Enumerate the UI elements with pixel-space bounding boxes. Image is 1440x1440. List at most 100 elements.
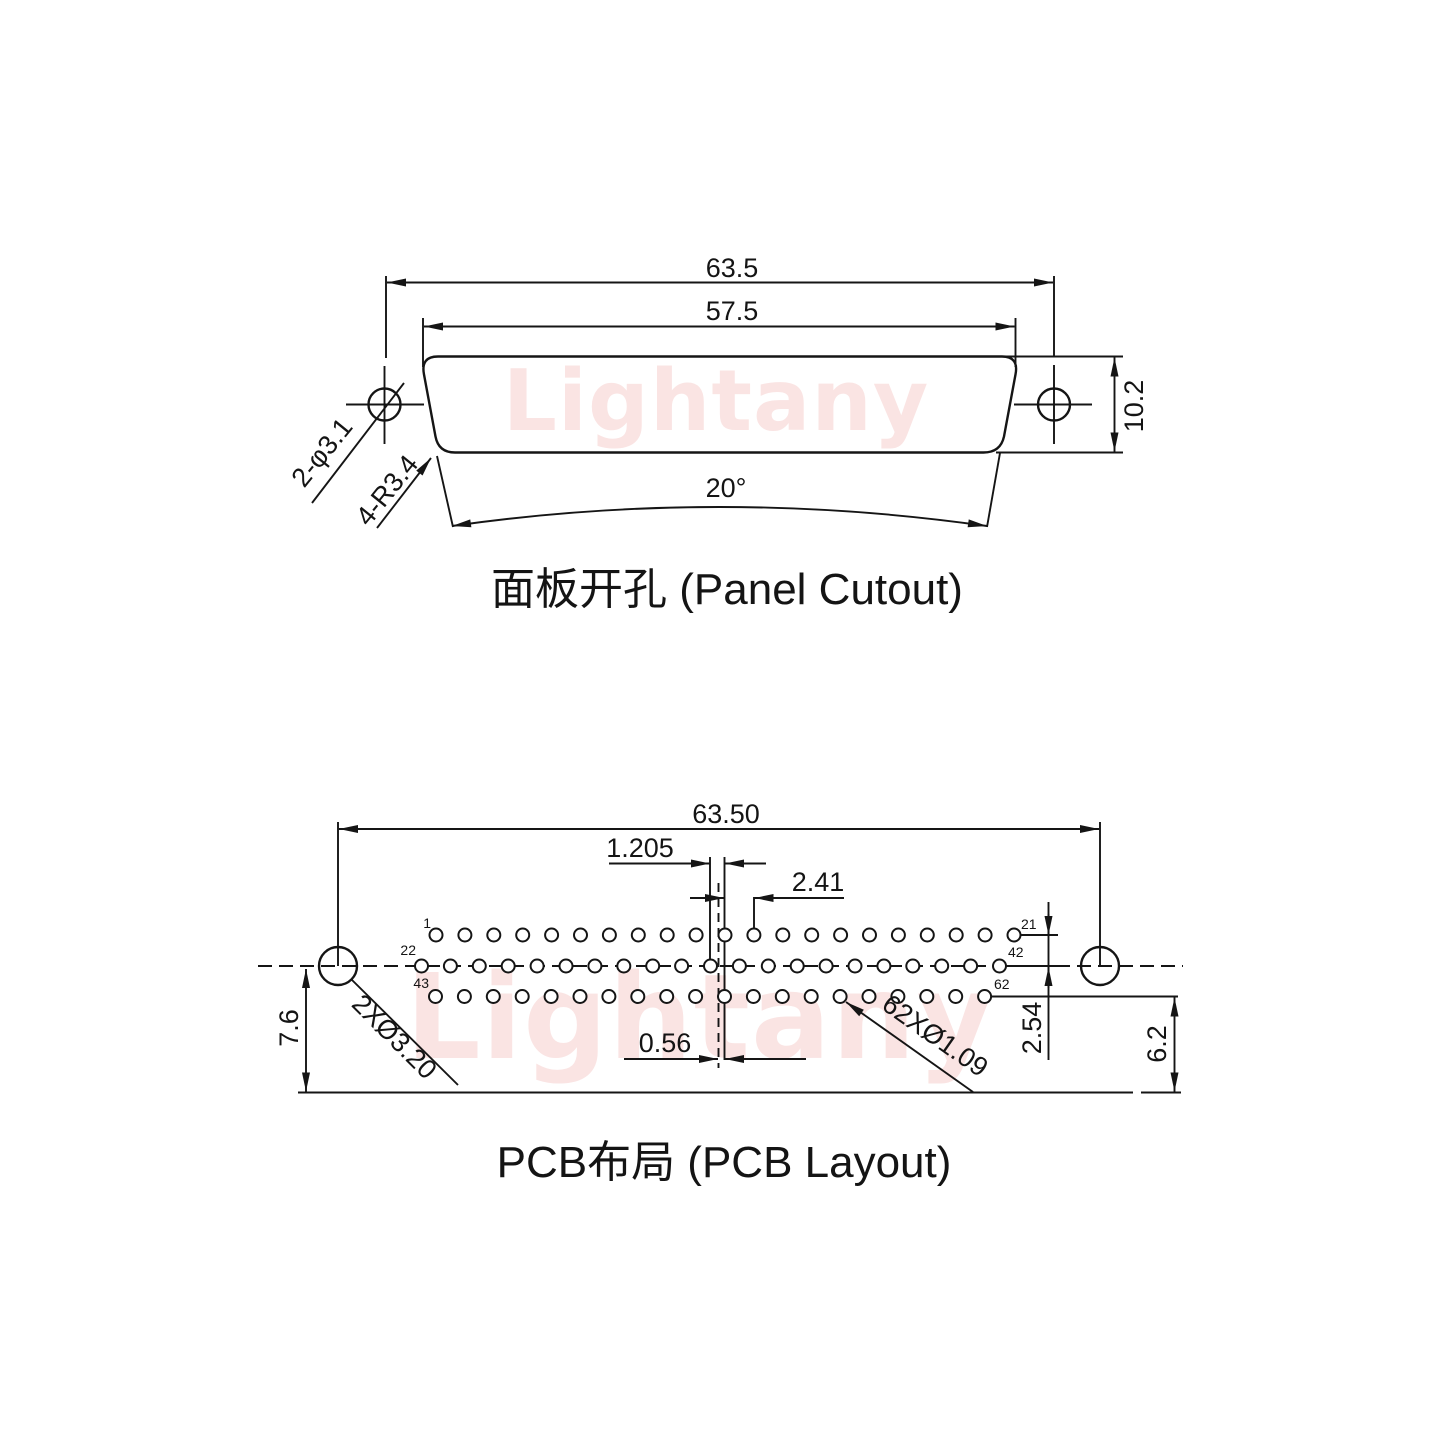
pcb-dim-pitch-text: 2.41 xyxy=(792,867,845,897)
pin-hole xyxy=(630,927,646,943)
pin-hole xyxy=(977,989,993,1004)
pin-hole xyxy=(486,927,502,943)
pin-hole xyxy=(717,927,733,943)
pin-hole xyxy=(572,989,588,1004)
pin-hole xyxy=(977,927,993,943)
panel-dim-height: 10.2 xyxy=(996,355,1149,454)
pin-hole xyxy=(428,989,443,1004)
pin-hole xyxy=(760,958,776,974)
pin-hole xyxy=(905,958,921,974)
pin-hole xyxy=(919,927,935,943)
pin-label-22: 22 xyxy=(400,942,416,958)
pin-hole xyxy=(746,927,762,943)
pin-hole xyxy=(862,927,877,943)
pin-hole xyxy=(717,989,732,1004)
panel-dim-angle-text: 20° xyxy=(706,473,747,503)
pin-hole xyxy=(992,958,1007,974)
pcb-centerlines xyxy=(258,857,1183,1068)
panel-dim-outer-width: 63.5 xyxy=(385,253,1055,358)
pin-label-42: 42 xyxy=(1008,944,1024,960)
pin-hole xyxy=(515,927,531,943)
pin-hole xyxy=(745,989,761,1004)
pin-hole xyxy=(616,958,632,974)
pin-hole xyxy=(659,989,675,1004)
pin-hole xyxy=(774,989,790,1004)
pin-hole xyxy=(659,927,675,943)
pin-hole xyxy=(457,927,473,943)
pin-hole xyxy=(601,927,617,943)
pin-hole xyxy=(544,927,560,943)
pin-label-43: 43 xyxy=(413,975,429,991)
pcb-mount-hole-left xyxy=(317,945,359,987)
pin-hole xyxy=(963,958,979,974)
pin-hole xyxy=(601,989,617,1004)
watermark-top: Lightany xyxy=(503,352,930,451)
pcb-dim-pitch: 2.41 xyxy=(690,867,845,902)
panel-dim-cutout-width-text: 57.5 xyxy=(706,296,759,326)
panel-dim-cutout-width: 57.5 xyxy=(422,296,1017,367)
pin-hole xyxy=(804,927,820,943)
pin-hole xyxy=(587,958,603,974)
pin-label-62: 62 xyxy=(994,976,1010,992)
pcb-dim-left-margin-text: 7.6 xyxy=(274,1009,304,1047)
pcb-layout-drawing: 63.50 1 21 22 42 43 62 xyxy=(258,799,1183,1187)
pin-hole xyxy=(514,989,530,1004)
pin-hole xyxy=(876,958,892,974)
pin-hole xyxy=(948,927,964,943)
pin-hole xyxy=(573,927,588,943)
pcb-dim-row-pitch: 2.54 xyxy=(1017,902,1053,1060)
pin-hole xyxy=(558,958,574,974)
pin-hole xyxy=(674,958,690,974)
panel-dim-angle: 20° xyxy=(436,452,1001,528)
pcb-dim-right-margin: 6.2 xyxy=(1142,997,1179,1092)
panel-dim-height-text: 10.2 xyxy=(1119,380,1149,433)
pin-hole xyxy=(775,927,791,943)
panel-dim-outer-width-text: 63.5 xyxy=(706,253,759,283)
panel-mount-hole-left xyxy=(346,366,424,444)
pin-hole xyxy=(428,927,444,943)
pcb-dim-half-pitch-text: 1.205 xyxy=(606,833,674,863)
pcb-dim-center-offset: 0.56 xyxy=(624,1028,806,1063)
pin-hole xyxy=(500,958,516,974)
pin-hole xyxy=(1006,927,1022,943)
pcb-dim-row-pitch-text: 2.54 xyxy=(1017,1002,1047,1055)
pin-hole xyxy=(890,927,906,943)
pin-hole xyxy=(934,958,950,974)
pin-hole xyxy=(645,958,661,974)
pin-hole xyxy=(529,958,545,974)
pin-hole xyxy=(919,989,935,1004)
pin-hole xyxy=(890,989,906,1004)
pcb-dim-right-margin-text: 6.2 xyxy=(1142,1025,1172,1063)
pin-hole xyxy=(485,989,501,1004)
pcb-mount-hole-right xyxy=(1079,945,1121,987)
pin-number-labels: 1 21 22 42 43 62 xyxy=(400,915,1036,992)
pin-hole xyxy=(703,958,718,974)
pin-hole xyxy=(861,989,877,1004)
pin-hole xyxy=(442,958,458,974)
pin-hole xyxy=(456,989,472,1004)
pin-hole xyxy=(832,989,848,1004)
pin-hole xyxy=(731,958,747,974)
pin-hole xyxy=(789,958,805,974)
pcb-dim-hole-span-text: 63.50 xyxy=(692,799,760,829)
pin-hole xyxy=(543,989,559,1004)
pin-hole xyxy=(630,989,646,1004)
pcb-dim-hole-span: 63.50 xyxy=(337,799,1101,966)
pin-hole xyxy=(847,958,863,974)
panel-cutout-outline xyxy=(422,355,1018,454)
panel-cutout-title: 面板开孔 (Panel Cutout) xyxy=(491,565,963,614)
pcb-layout-title: PCB布局 (PCB Layout) xyxy=(497,1138,952,1187)
pin-label-21: 21 xyxy=(1021,916,1037,932)
pin-hole xyxy=(688,927,704,943)
pcb-dim-center-offset-text: 0.56 xyxy=(639,1028,692,1058)
panel-callout-mount-holes-text: 2-φ3.1 xyxy=(285,412,358,492)
pin-hole xyxy=(414,958,429,974)
pin-hole xyxy=(688,989,704,1004)
pin-hole xyxy=(818,958,834,974)
panel-callout-corner-radius-text: 4-R3.4 xyxy=(350,449,424,531)
pin-holes-group xyxy=(414,927,1022,1004)
pin-hole xyxy=(833,927,849,943)
pcb-dim-left-margin: 7.6 xyxy=(274,969,310,1092)
